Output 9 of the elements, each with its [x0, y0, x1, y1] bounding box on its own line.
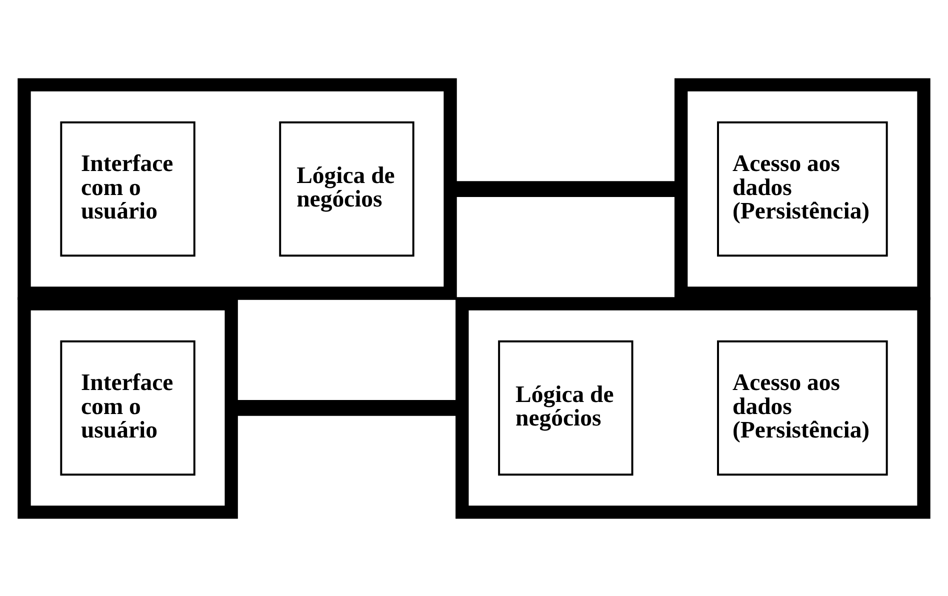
node-box: Acesso aos dados (Persistência) [717, 120, 888, 256]
node-box: Interface com o usuário [60, 340, 196, 476]
cluster [674, 78, 930, 300]
node-box: Lógica de negócios [279, 120, 414, 256]
cluster [456, 296, 930, 518]
cluster [18, 78, 457, 300]
node-box: Lógica de negócios [498, 340, 634, 476]
node-box: Interface com o usuário [60, 120, 196, 256]
node-box: Acesso aos dados (Persistência) [717, 340, 888, 476]
